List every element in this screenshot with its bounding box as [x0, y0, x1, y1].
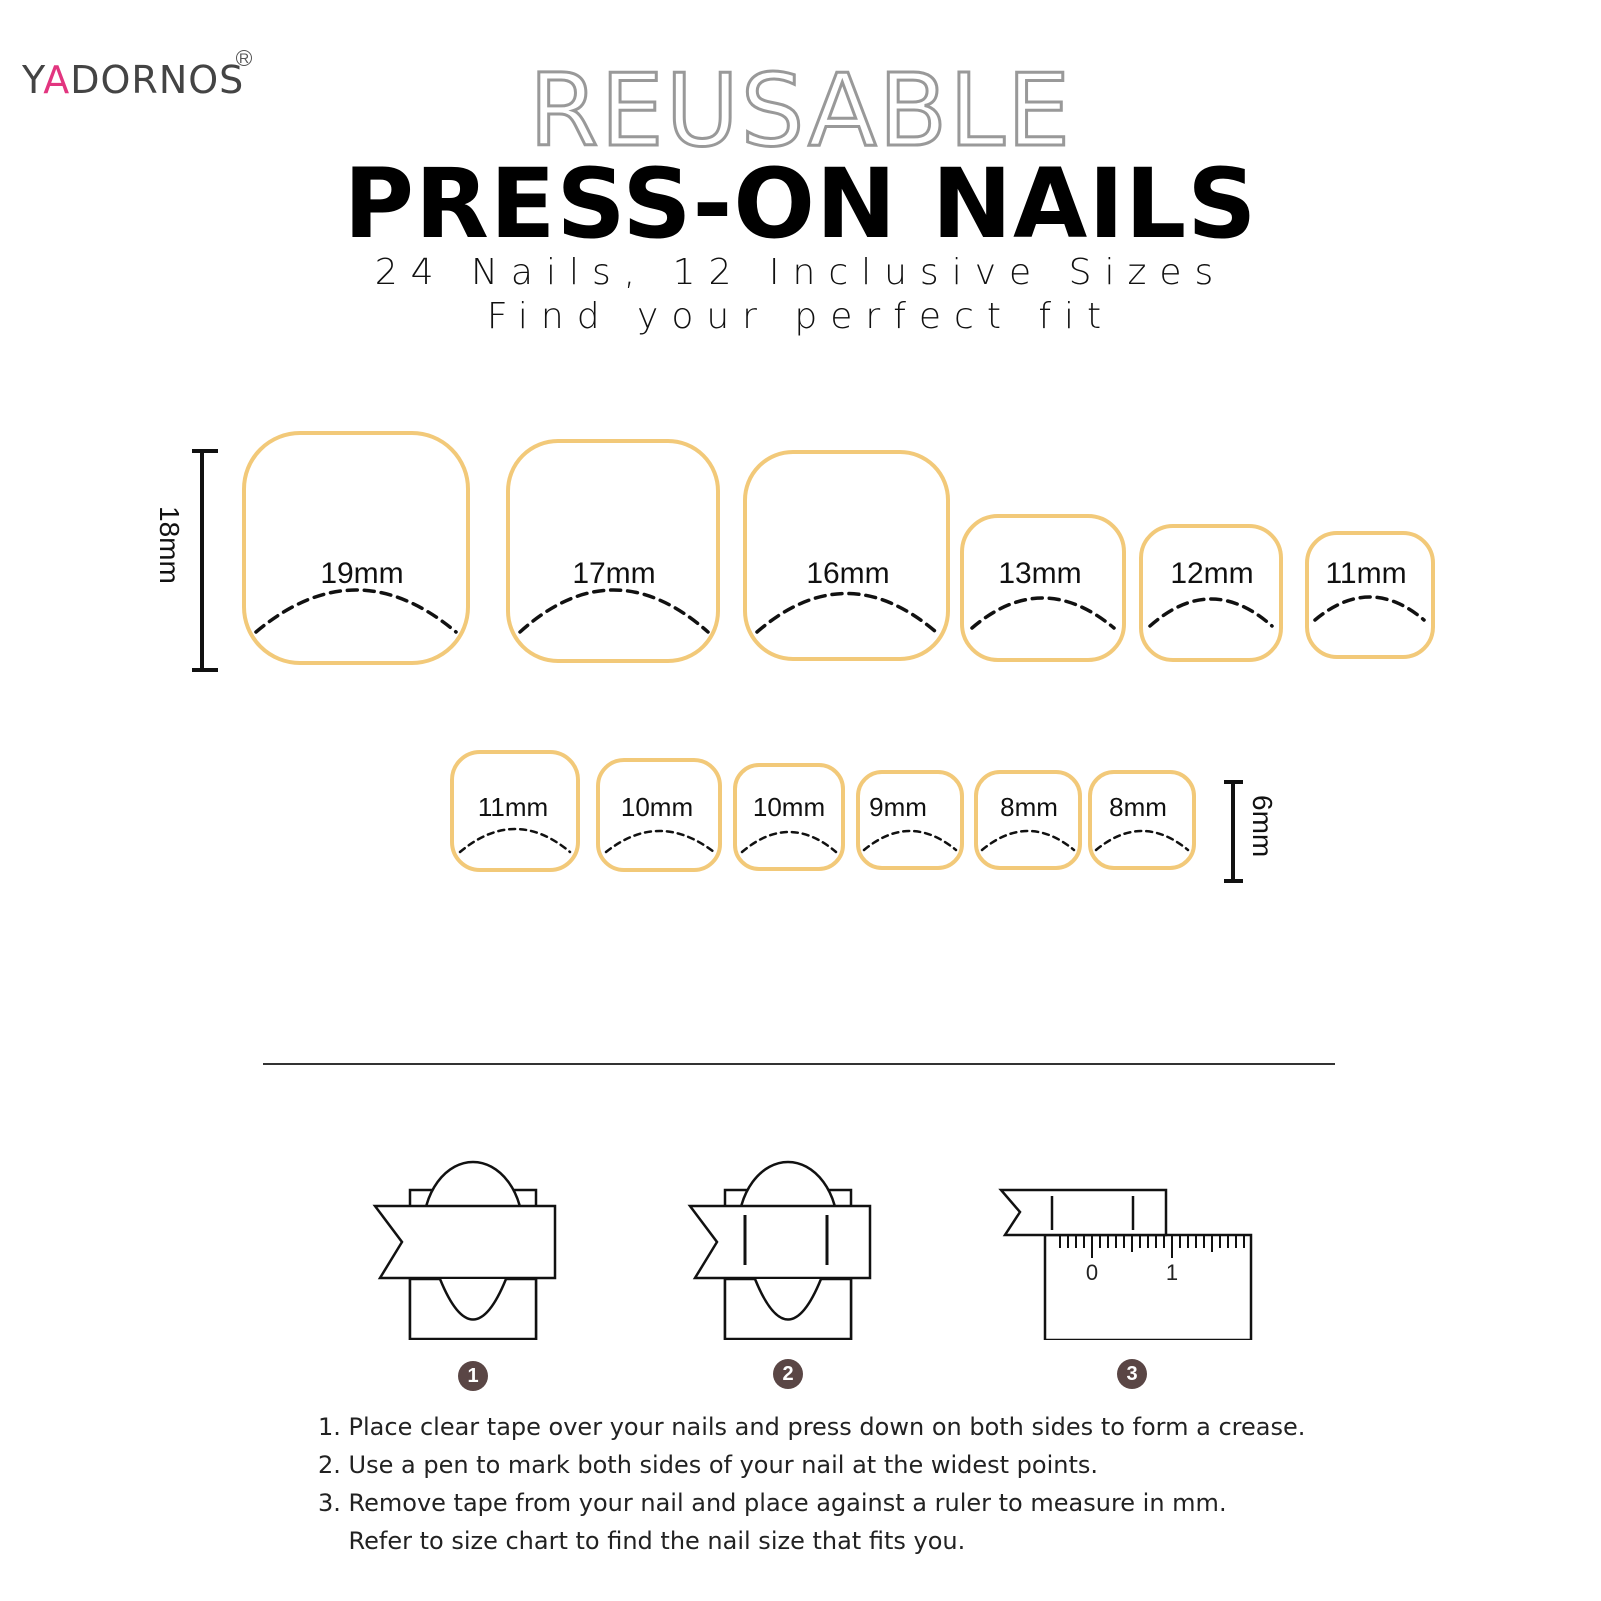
brand-logo: YADORNOS [22, 58, 244, 102]
measuring-steps-illustration: 0 1 [372, 1160, 1253, 1340]
step-badge-1: 1 [458, 1361, 488, 1391]
nail-19mm: 19mm [242, 431, 470, 665]
nail-16mm: 16mm [743, 450, 950, 661]
section-divider [263, 1063, 1335, 1065]
nail-size-label: 8mm [1109, 792, 1167, 822]
large-height-label: 18mm [154, 506, 185, 584]
instruction-1: 1. Place clear tape over your nails and … [318, 1413, 1306, 1441]
nail-size-label: 10mm [621, 792, 693, 822]
small-height-label: 6mm [1247, 795, 1278, 857]
nail-small-8mm-a: 8mm [974, 770, 1082, 870]
step1-illustration [372, 1160, 557, 1340]
nail-size-label: 17mm [572, 557, 655, 590]
small-height-bracket: 6mm [1224, 780, 1278, 883]
ruler-label-1: 1 [1166, 1260, 1178, 1285]
registered-mark: R [236, 50, 252, 66]
subtitle-count: 24 Nails, 12 Inclusive Sizes [374, 252, 1227, 293]
title-reusable: REUSABLE [527, 51, 1073, 171]
nail-size-label: 9mm [869, 792, 927, 822]
nail-17mm: 17mm [506, 439, 720, 663]
nail-small-8mm-b: 8mm [1088, 770, 1196, 870]
instruction-2: 2. Use a pen to mark both sides of your … [318, 1451, 1099, 1479]
measuring-instructions: 1. Place clear tape over your nails and … [318, 1408, 1305, 1560]
nail-13mm: 13mm [960, 514, 1126, 662]
step3-illustration: 0 1 [998, 1188, 1253, 1340]
nail-size-label: 12mm [1170, 557, 1253, 590]
nail-size-label: 19mm [320, 557, 403, 590]
ruler-label-0: 0 [1086, 1260, 1098, 1285]
nail-size-label: 8mm [1000, 792, 1058, 822]
instruction-3: 3. Remove tape from your nail and place … [318, 1489, 1227, 1517]
brand-name: YADORNOS [22, 58, 245, 102]
nail-size-label: 16mm [806, 557, 889, 590]
step-badge-2: 2 [773, 1359, 803, 1389]
step-badge-3: 3 [1117, 1359, 1147, 1389]
nail-size-label: 13mm [998, 557, 1081, 590]
nail-small-11mm: 11mm [450, 750, 580, 872]
nail-size-label: 10mm [753, 792, 825, 822]
title-press-on-nails: PRESS-ON NAILS [343, 148, 1258, 260]
step2-illustration [687, 1160, 872, 1340]
large-height-bracket: 18mm [154, 449, 218, 672]
instruction-3-continued: Refer to size chart to find the nail siz… [318, 1527, 966, 1555]
nail-12mm: 12mm [1139, 524, 1283, 662]
subtitle-fit: Find your perfect fit [486, 296, 1115, 337]
nail-small-9mm: 9mm [856, 770, 964, 870]
nail-11mm: 11mm [1305, 531, 1435, 659]
nail-size-label: 11mm [1325, 557, 1406, 590]
nail-size-label: 11mm [478, 792, 548, 822]
nail-size-chart: 18mm 19mm 17mm 16mm 13mm 12mm 11mm 11mm [154, 431, 1435, 883]
nail-small-10mm-a: 10mm [596, 758, 722, 872]
nail-small-10mm-b: 10mm [733, 763, 845, 871]
